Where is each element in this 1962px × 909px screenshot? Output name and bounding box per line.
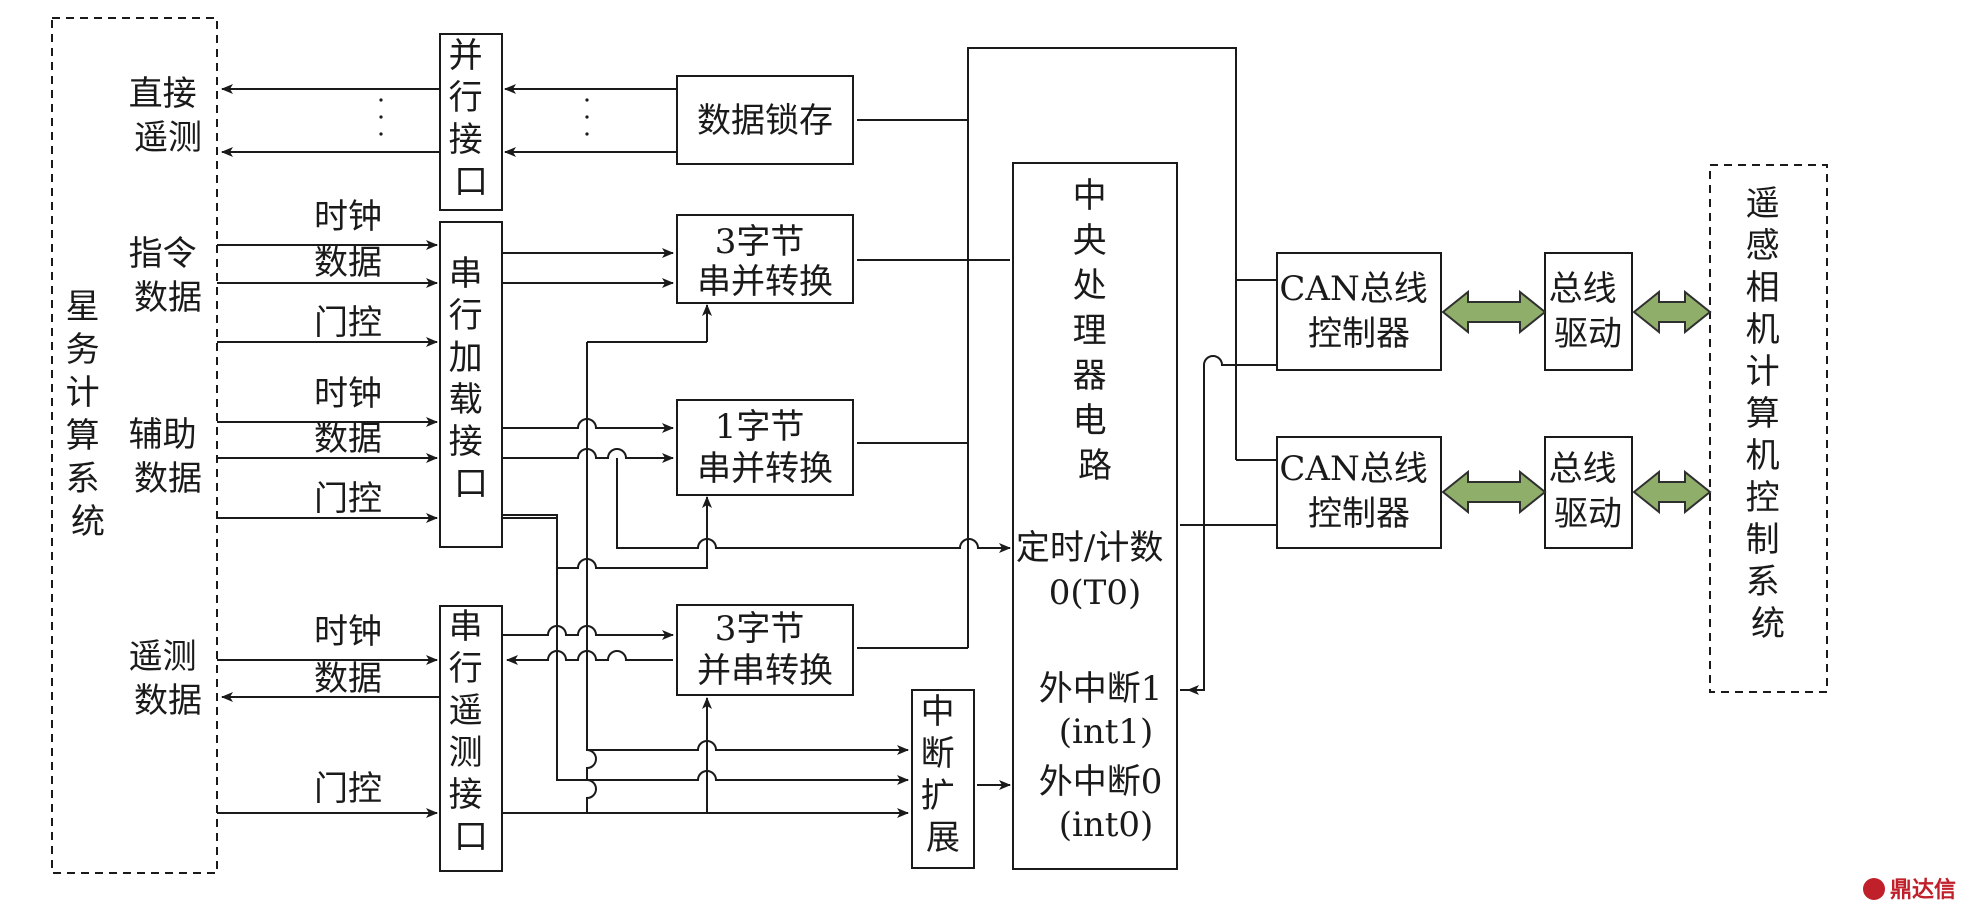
satellite-system-label: 星 务 计 算 系 统	[66, 287, 111, 542]
bus-arrow-can1-driver1	[1441, 289, 1547, 335]
aux-data-label: 辅助 数据	[129, 415, 208, 499]
data-label-1: 数据	[314, 243, 382, 283]
gate-label-2: 门控	[314, 479, 382, 519]
bus-arrow-can2-driver2	[1441, 469, 1547, 515]
can-controller-1-label: CAN总线 控制器	[1279, 269, 1438, 354]
clock-label-3: 时钟	[314, 612, 382, 652]
camera-computer-system-label: 遥 感 相 机 计 算 机 控 制 系 统	[1746, 184, 1791, 644]
cpu-circuit-title: 中 央 处 理 器 电 路	[1073, 176, 1118, 486]
can-controller-1-box	[1276, 252, 1442, 371]
s2p-3byte-label: 3字节 串并转换	[697, 222, 833, 302]
bus-driver-2-label: 总线 驱动	[1549, 449, 1628, 534]
clock-label-2: 时钟	[314, 374, 382, 414]
wires	[217, 47, 1277, 818]
data-latch-box	[676, 75, 854, 165]
clock-label-1: 时钟	[314, 197, 382, 237]
serial-load-interface-label: 串 行 加 载 接 口	[449, 254, 494, 504]
ellipsis-dots	[379, 98, 589, 136]
s2p-1byte-label: 1字节 串并转换	[697, 407, 833, 489]
parallel-interface-label: 并 行 接 口	[449, 36, 494, 202]
bus-driver-1-label: 总线 驱动	[1549, 269, 1628, 354]
gate-label-1: 门控	[314, 303, 382, 343]
cpu-int0-label: 外中断0 (int0)	[1039, 762, 1173, 845]
telemetry-data-label: 遥测 数据	[129, 637, 208, 721]
parallel-interface-box	[439, 33, 503, 211]
p2s-3byte-box	[676, 604, 854, 696]
data-label-2: 数据	[314, 419, 382, 459]
serial-load-interface-box	[439, 221, 503, 548]
watermark-logo: 鼎达信	[1863, 877, 1956, 903]
s2p-3byte-box	[676, 214, 854, 304]
interrupt-expansion-label: 中 断 扩 展	[921, 692, 966, 858]
direct-telemetry-label: 直接 遥测	[129, 74, 208, 158]
cpu-int1-label: 外中断1 (int1)	[1039, 669, 1173, 752]
command-data-label: 指令 数据	[129, 234, 208, 318]
data-label-3: 数据	[314, 659, 382, 699]
data-latch-label: 数据锁存	[697, 101, 833, 141]
bus-driver-1-box	[1544, 252, 1633, 371]
can-controller-2-label: CAN总线 控制器	[1279, 449, 1438, 534]
camera-computer-system-box	[1709, 164, 1828, 693]
bus-arrow-driver2-camera	[1632, 469, 1712, 515]
interrupt-expansion-box	[911, 689, 975, 869]
p2s-3byte-label: 3字节 并串转换	[697, 609, 833, 691]
gate-label-3: 门控	[314, 769, 382, 809]
bus-driver-2-box	[1544, 436, 1633, 549]
satellite-system-box	[51, 17, 218, 874]
cpu-circuit-box	[1012, 162, 1178, 870]
serial-telemetry-interface-label: 串 行 遥 测 接 口	[449, 607, 494, 857]
watermark-text: 鼎达信	[1890, 877, 1956, 903]
bus-arrow-driver1-camera	[1632, 289, 1712, 335]
cpu-timer-label: 定时/计数 0(T0)	[1016, 528, 1174, 613]
s2p-1byte-box	[676, 399, 854, 496]
serial-telemetry-interface-box	[439, 605, 503, 872]
bus-arrows	[1441, 289, 1712, 515]
can-controller-2-box	[1276, 436, 1442, 549]
